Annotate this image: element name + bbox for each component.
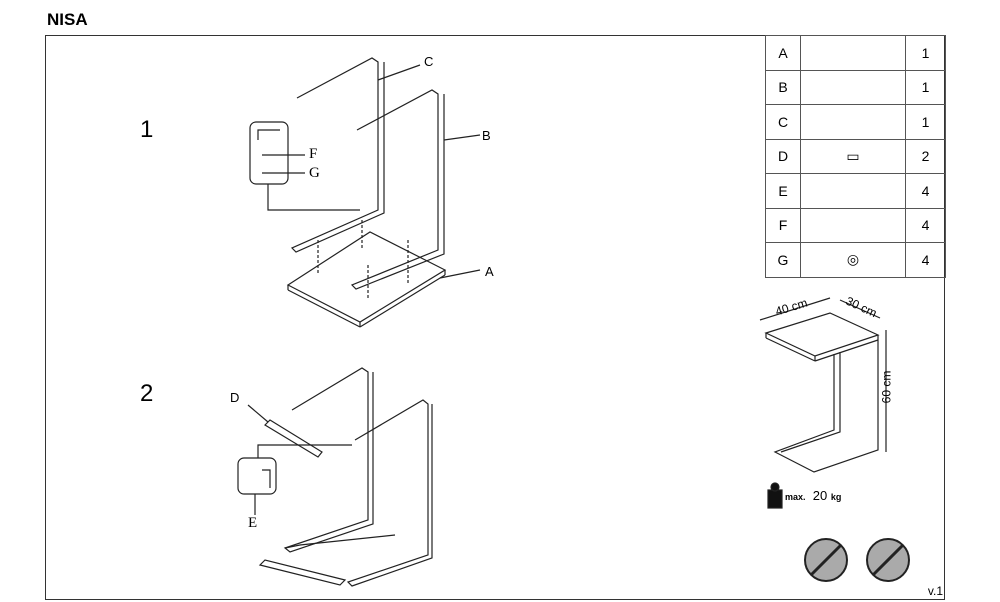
callout-d: D <box>230 390 240 405</box>
version-label: v.1 <box>927 584 943 598</box>
part-c-image <box>800 104 906 140</box>
instruction-frame <box>45 35 945 600</box>
part-f-screw-icon <box>800 207 906 243</box>
callout-f: F <box>309 146 318 162</box>
part-e-screw-icon <box>800 173 906 209</box>
step1-diagram <box>249 57 481 328</box>
part-d-image: ▭ <box>800 138 906 174</box>
callout-a: A <box>485 264 494 279</box>
callout-g: G <box>309 165 320 181</box>
callout-c: C <box>424 54 434 69</box>
dimension-height: 60 cm <box>879 370 894 404</box>
step2-diagram <box>237 367 433 587</box>
callout-b: B <box>482 128 491 143</box>
callout-e: E <box>248 515 258 531</box>
step-number-1: 1 <box>140 116 154 143</box>
part-g-washer-icon: ◎ <box>800 242 906 278</box>
part-a-image <box>800 35 906 71</box>
table-row: G◎4 <box>765 242 946 278</box>
part-b-image <box>800 69 906 105</box>
document-title: NISA <box>47 10 88 29</box>
product-dimension-drawing <box>759 297 910 582</box>
table-row: D▭2 <box>765 138 946 174</box>
max-load: max. 20 kg <box>785 488 842 503</box>
step-number-2: 2 <box>140 380 154 407</box>
